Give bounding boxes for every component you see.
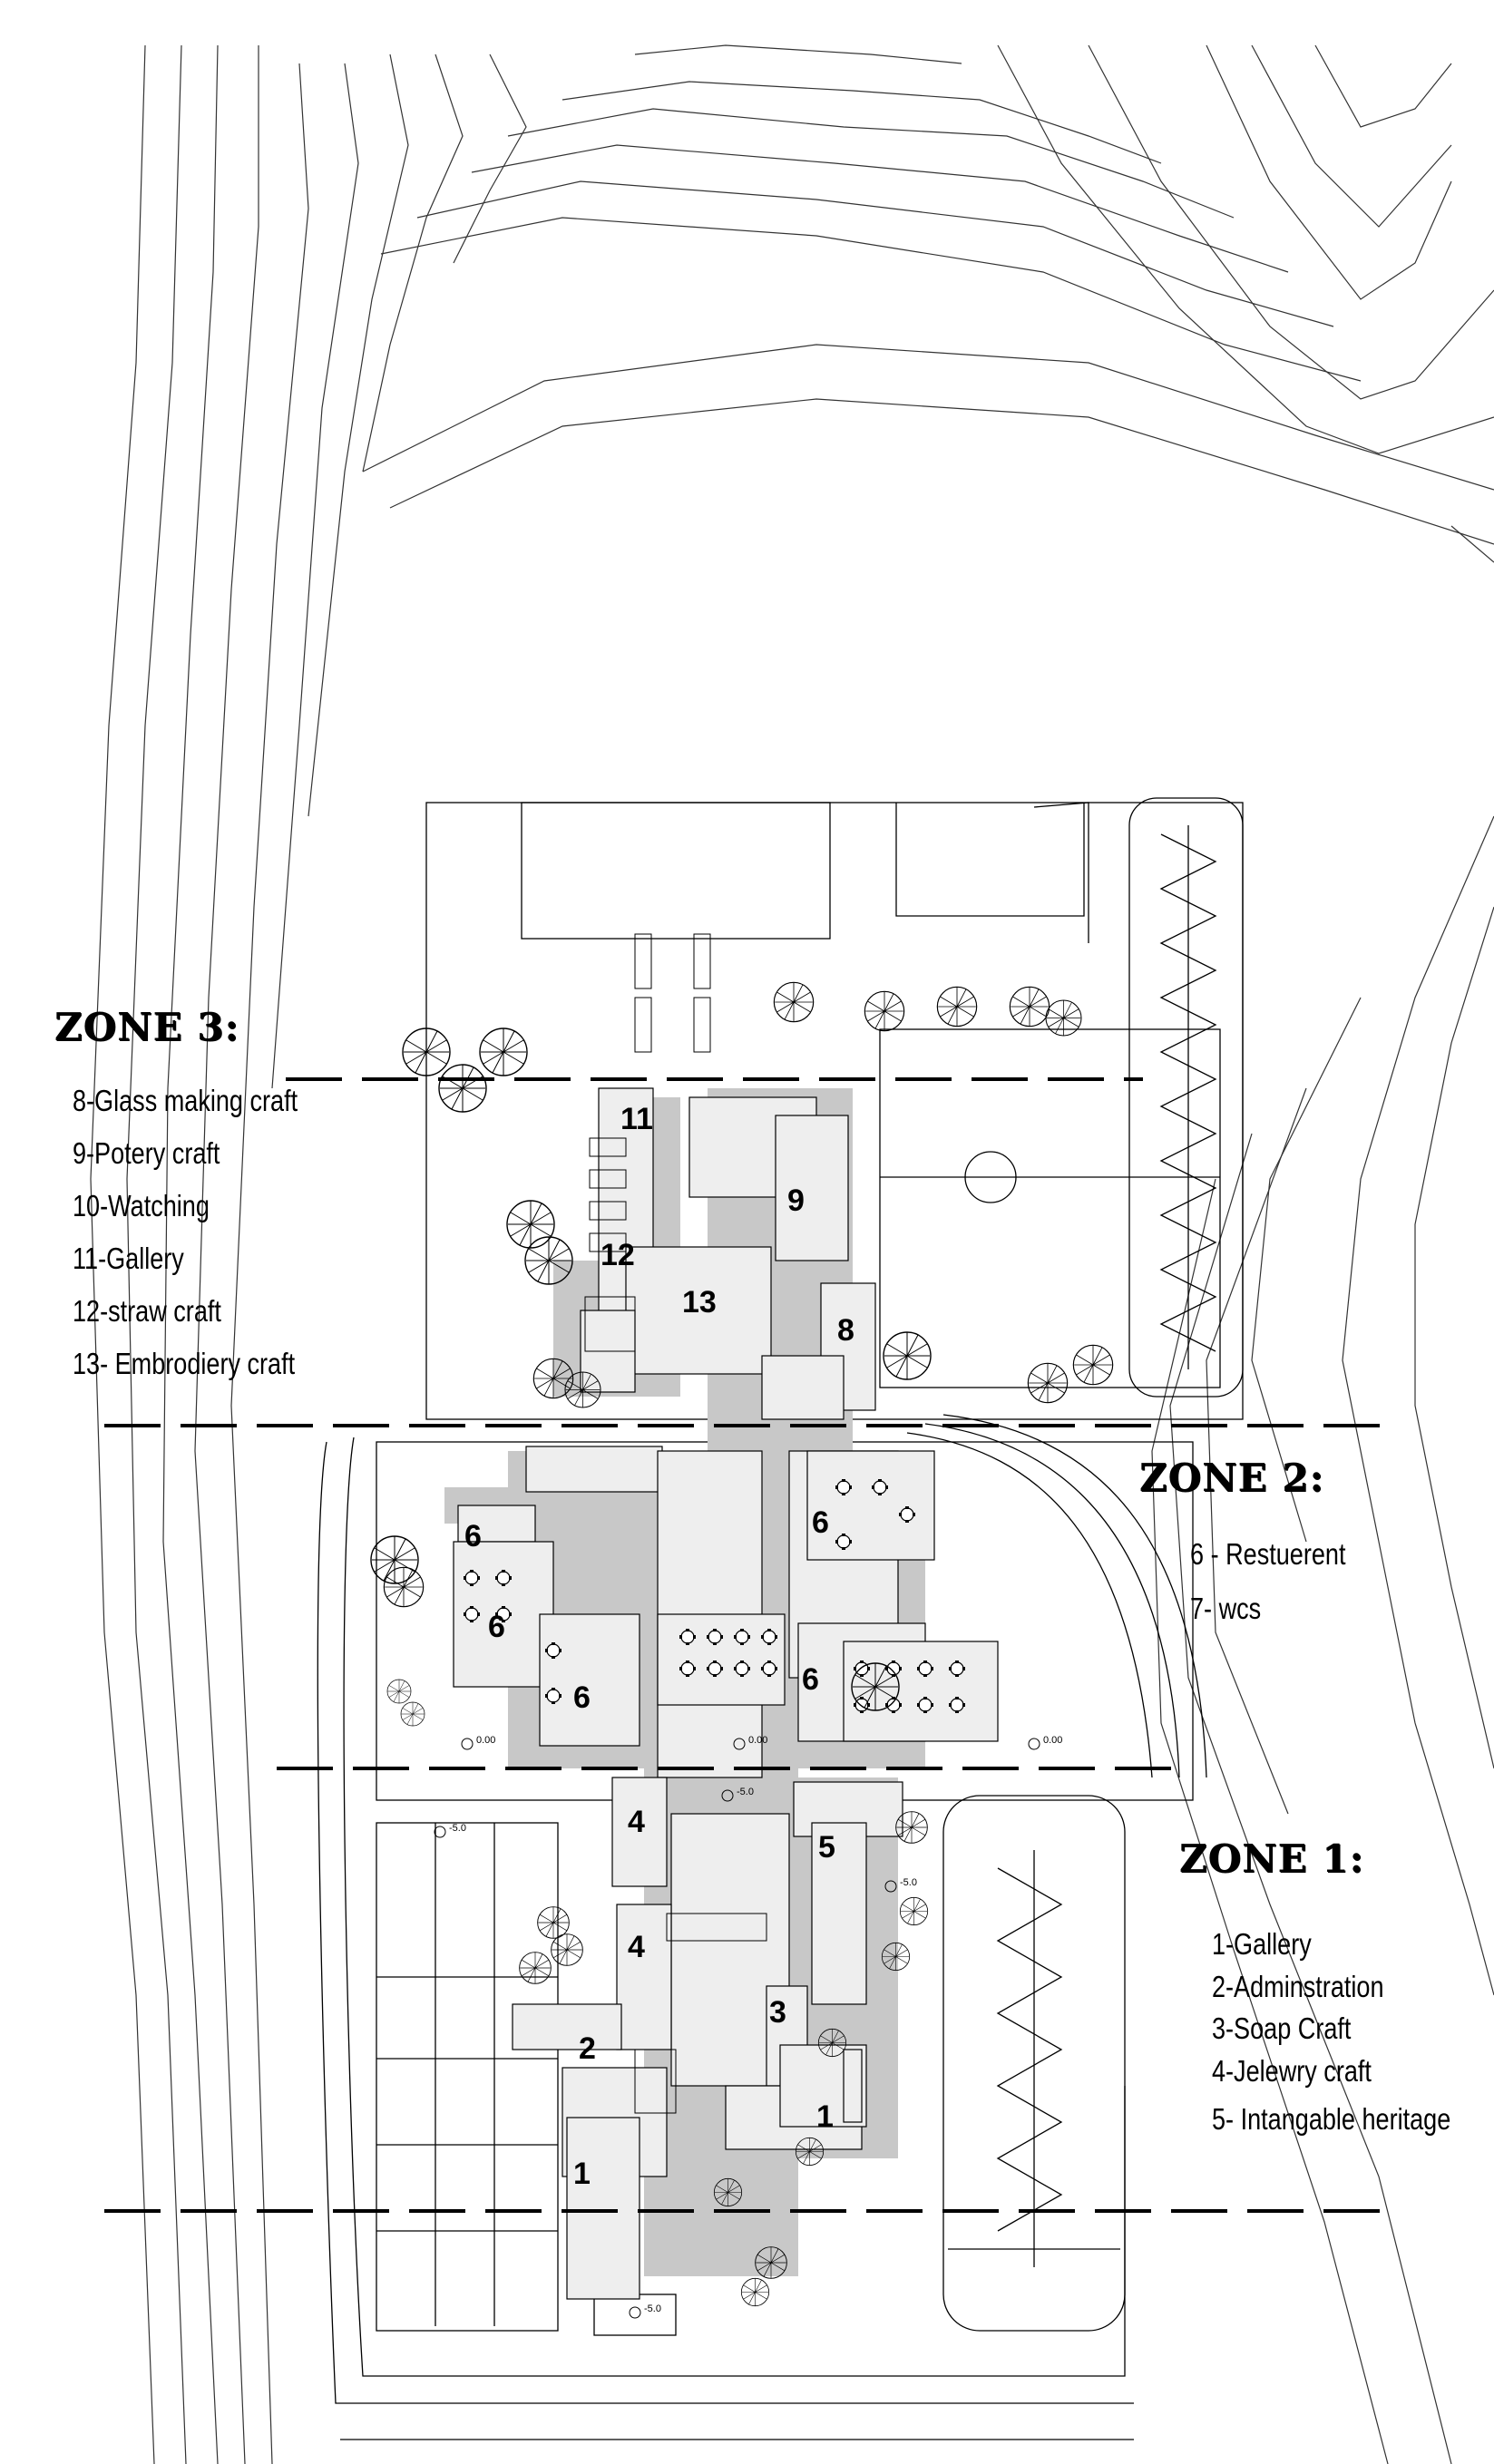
room-number-6-b: 6 bbox=[812, 1505, 829, 1540]
zone-1-item: 1-Gallery bbox=[1212, 1927, 1312, 1961]
room-number-2: 2 bbox=[579, 2031, 596, 2066]
level-marker: -5.0 bbox=[449, 1823, 466, 1834]
level-marker: 0.00 bbox=[748, 1735, 767, 1746]
zone-3-item: 13- Embrodiery craft bbox=[73, 1347, 296, 1380]
zone-2-item: 6 - Restuerent bbox=[1190, 1537, 1346, 1571]
zone-3-item: 11-Gallery bbox=[73, 1242, 184, 1275]
room-number-3: 3 bbox=[769, 1995, 786, 2030]
room-number-6-a: 6 bbox=[464, 1519, 482, 1553]
zone-3-item: 12-straw craft bbox=[73, 1294, 221, 1328]
level-marker: -5.0 bbox=[644, 2303, 661, 2314]
room-number-6-c: 6 bbox=[488, 1610, 505, 1644]
level-marker: 0.00 bbox=[476, 1735, 495, 1746]
room-number-12: 12 bbox=[601, 1238, 635, 1272]
zone-3-title: ZONE 3: bbox=[54, 1005, 239, 1049]
room-number-9: 9 bbox=[787, 1183, 805, 1218]
zone-1-item: 2-Adminstration bbox=[1212, 1970, 1384, 2003]
level-marker: -5.0 bbox=[737, 1787, 754, 1797]
room-number-11: 11 bbox=[620, 1102, 653, 1136]
level-markers: 0.00 0.00 0.00 -5.0 -5.0 -5.0 -5.0 bbox=[434, 1735, 1062, 2319]
zone-3-item: 9-Potery craft bbox=[73, 1136, 220, 1170]
zone-2-title: ZONE 2: bbox=[1139, 1456, 1324, 1500]
contour-lines bbox=[90, 44, 1494, 2464]
furniture bbox=[463, 933, 966, 2114]
room-number-1-a: 1 bbox=[816, 2099, 834, 2134]
room-number-13: 13 bbox=[682, 1285, 717, 1320]
zone-divider-lines bbox=[104, 1077, 1388, 2213]
room-number-4-a: 4 bbox=[628, 1805, 645, 1839]
zone-2-item: 7- wcs bbox=[1190, 1592, 1262, 1625]
zone-1-item: 3-Soap Craft bbox=[1212, 2011, 1352, 2045]
room-number-1-b: 1 bbox=[573, 2157, 591, 2191]
zone-1-item: 4-Jelewry craft bbox=[1212, 2054, 1372, 2088]
room-number-4-b: 4 bbox=[628, 1930, 645, 1964]
room-number-8: 8 bbox=[837, 1313, 854, 1348]
zone-1-item: 5- Intangable heritage bbox=[1212, 2102, 1451, 2136]
building-masses bbox=[444, 933, 999, 2300]
zone-3-item: 8-Glass making craft bbox=[73, 1084, 298, 1117]
room-numbers: 11 9 12 13 8 6 6 6 6 6 6 4 4 5 3 2 1 1 bbox=[464, 1102, 854, 2191]
level-marker: -5.0 bbox=[900, 1877, 917, 1888]
level-marker: 0.00 bbox=[1043, 1735, 1062, 1746]
room-number-5: 5 bbox=[818, 1830, 835, 1865]
room-number-6-e: 6 bbox=[802, 1662, 819, 1697]
zone-1-title: ZONE 1: bbox=[1179, 1836, 1364, 1881]
room-number-6-d: 6 bbox=[573, 1680, 591, 1715]
zone-3-item: 10-Watching bbox=[73, 1189, 210, 1222]
